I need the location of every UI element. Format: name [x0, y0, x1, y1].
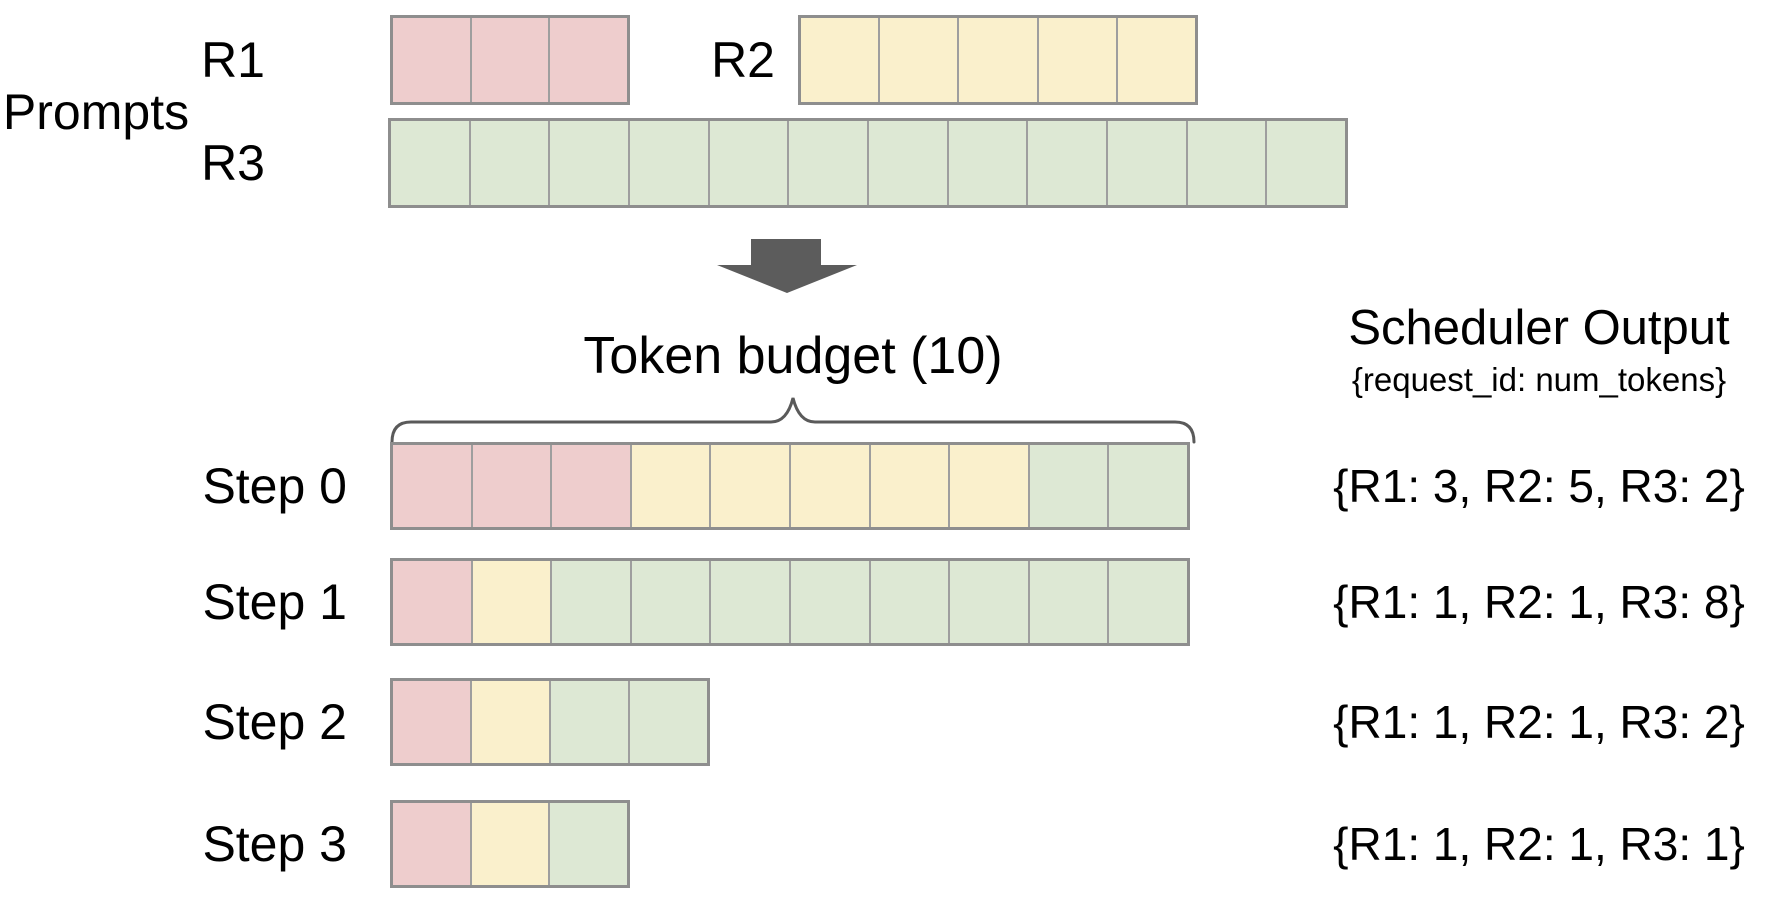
- token-cell-r1: [393, 18, 470, 102]
- token-cell-r3: [1026, 121, 1107, 205]
- token-cell-r1: [393, 445, 471, 527]
- scheduler-output-1: {R1: 1, R2: 1, R3: 8}: [1333, 576, 1745, 628]
- token-cell-r3: [548, 803, 628, 885]
- token-cell-r3: [468, 121, 549, 205]
- token-cell-r3: [549, 681, 628, 763]
- token-cell-r2: [868, 445, 949, 527]
- token-cell-r3: [788, 561, 869, 643]
- token-cell-r2: [788, 445, 869, 527]
- token-cell-r1: [393, 681, 470, 763]
- token-cell-r2: [470, 681, 549, 763]
- down-arrow-icon: [717, 239, 857, 293]
- token-cell-r2: [957, 18, 1037, 102]
- token-cell-r2: [801, 18, 879, 102]
- token-cell-r3: [628, 121, 708, 205]
- token-cell-r2: [629, 445, 710, 527]
- token-cell-r3: [629, 561, 710, 643]
- token-cell-r3: [868, 561, 949, 643]
- token-cell-r1: [550, 445, 630, 527]
- token-cell-r3: [1027, 445, 1108, 527]
- token-cell-r3: [948, 561, 1028, 643]
- token-cell-r1: [469, 18, 549, 102]
- prompt-row-r2: [798, 15, 1198, 105]
- token-cell-r2: [709, 445, 789, 527]
- request-label-r2: R2: [711, 32, 775, 88]
- token-cell-r2: [470, 561, 551, 643]
- scheduler-output-format: {request_id: num_tokens}: [1351, 361, 1727, 398]
- token-cell-r2: [948, 445, 1028, 527]
- token-cell-r3: [391, 121, 469, 205]
- token-cell-r3: [787, 121, 868, 205]
- token-cell-r2: [1115, 18, 1196, 102]
- scheduler-output-title: Scheduler Output: [1348, 301, 1730, 355]
- prompt-row-r3: [388, 118, 1348, 208]
- token-cell-r3: [1107, 561, 1187, 643]
- step-row-3: [390, 800, 630, 888]
- step-row-1: [390, 558, 1190, 646]
- token-cell-r1: [393, 561, 471, 643]
- token-cell-r3: [628, 681, 707, 763]
- token-cell-r2: [878, 18, 958, 102]
- scheduler-output-0: {R1: 3, R2: 5, R3: 2}: [1333, 460, 1745, 512]
- token-cell-r3: [867, 121, 947, 205]
- token-cell-r1: [393, 803, 470, 885]
- prompts-section-label: Prompts: [2, 83, 190, 140]
- request-label-r3: R3: [201, 135, 265, 191]
- token-cell-r3: [1185, 121, 1266, 205]
- step-label-2: Step 2: [202, 694, 347, 750]
- token-cell-r3: [707, 121, 788, 205]
- token-cell-r2: [469, 803, 549, 885]
- step-row-0: [390, 442, 1190, 530]
- token-cell-r2: [1036, 18, 1116, 102]
- token-cell-r3: [548, 121, 629, 205]
- token-cell-r3: [550, 561, 630, 643]
- token-cell-r3: [709, 561, 789, 643]
- token-budget-label: Token budget (10): [583, 327, 1003, 385]
- scheduler-output-2: {R1: 1, R2: 1, R3: 2}: [1333, 696, 1745, 748]
- step-label-1: Step 1: [202, 574, 347, 630]
- token-cell-r3: [1265, 121, 1346, 205]
- request-label-r1: R1: [201, 32, 265, 88]
- token-cell-r1: [548, 18, 628, 102]
- token-budget-brace: [390, 397, 1196, 444]
- token-cell-r3: [1107, 445, 1187, 527]
- step-label-3: Step 3: [202, 816, 347, 872]
- step-label-0: Step 0: [202, 458, 347, 514]
- prompt-row-r1: [390, 15, 630, 105]
- step-row-2: [390, 678, 710, 766]
- scheduler-output-3: {R1: 1, R2: 1, R3: 1}: [1333, 818, 1745, 870]
- token-cell-r3: [946, 121, 1027, 205]
- token-cell-r1: [470, 445, 551, 527]
- token-cell-r3: [1106, 121, 1186, 205]
- token-cell-r3: [1027, 561, 1108, 643]
